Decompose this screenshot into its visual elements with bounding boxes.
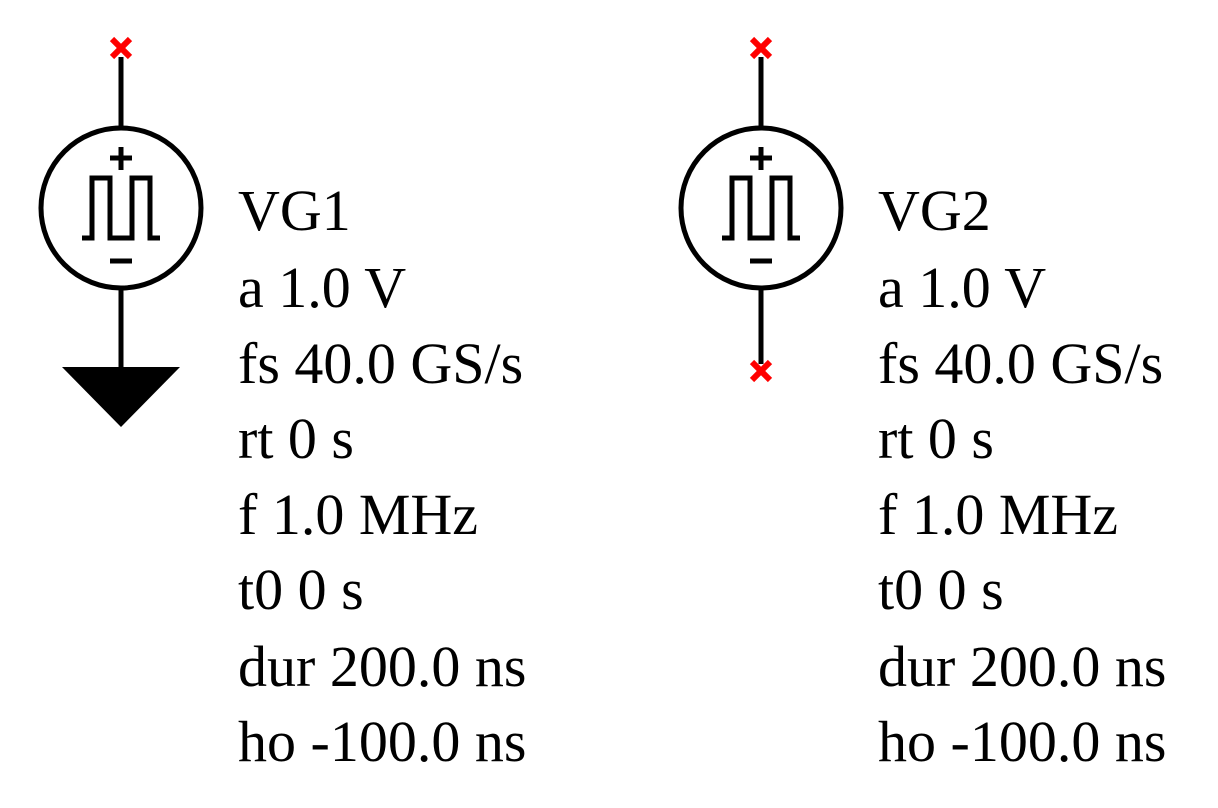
- param-duration: dur 200.0 ns: [878, 634, 1166, 699]
- param-holdoff: ho -100.0 ns: [878, 709, 1166, 774]
- param-sample-rate: fs 40.0 GS/s: [878, 331, 1163, 396]
- x-marker-icon[interactable]: [749, 359, 773, 383]
- component-label-block: VG2 a 1.0 V fs 40.0 GS/s rt 0 s f 1.0 MH…: [878, 178, 1166, 774]
- param-holdoff: ho -100.0 ns: [238, 709, 526, 774]
- param-rise-time: rt 0 s: [238, 406, 354, 471]
- x-marker-icon[interactable]: [109, 36, 133, 60]
- param-start-time: t0 0 s: [238, 557, 364, 622]
- component-vg2[interactable]: VG2 a 1.0 V fs 40.0 GS/s rt 0 s f 1.0 MH…: [678, 36, 1166, 774]
- x-marker-icon[interactable]: [749, 36, 773, 60]
- param-start-time: t0 0 s: [878, 557, 1004, 622]
- param-amplitude: a 1.0 V: [238, 255, 406, 320]
- component-vg1[interactable]: VG1 a 1.0 V fs 40.0 GS/s rt 0 s f 1.0 MH…: [38, 36, 526, 774]
- param-frequency: f 1.0 MHz: [878, 482, 1118, 547]
- pulse-voltage-source-icon[interactable]: [38, 125, 204, 291]
- param-frequency: f 1.0 MHz: [238, 482, 478, 547]
- ground-icon: [62, 367, 180, 427]
- component-name: VG1: [238, 178, 351, 243]
- param-amplitude: a 1.0 V: [878, 255, 1046, 320]
- param-sample-rate: fs 40.0 GS/s: [238, 331, 523, 396]
- param-rise-time: rt 0 s: [878, 406, 994, 471]
- component-label-block: VG1 a 1.0 V fs 40.0 GS/s rt 0 s f 1.0 MH…: [238, 178, 526, 774]
- param-duration: dur 200.0 ns: [238, 634, 526, 699]
- pulse-voltage-source-icon[interactable]: [678, 125, 844, 291]
- component-name: VG2: [878, 178, 991, 243]
